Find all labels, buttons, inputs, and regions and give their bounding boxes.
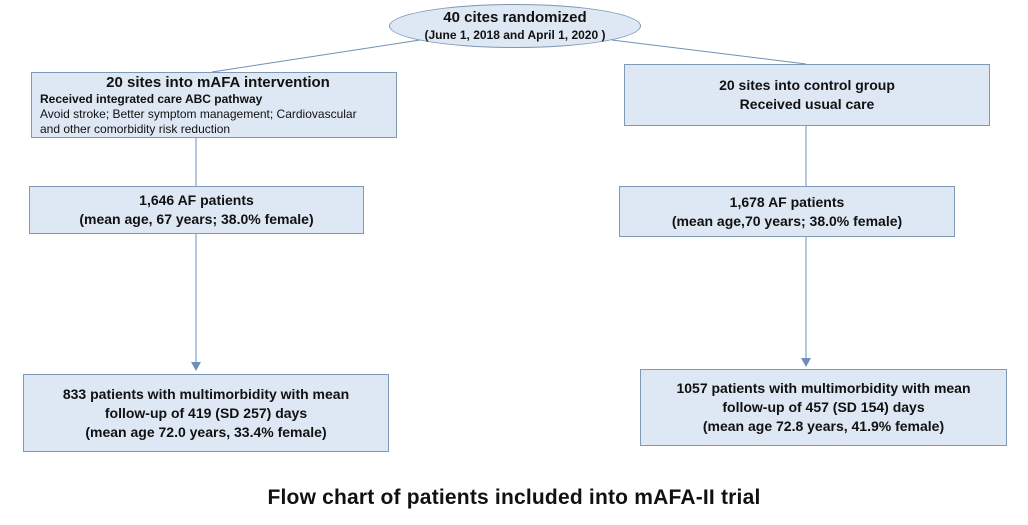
- randomized-sites-ellipse: 40 cites randomized (June 1, 2018 and Ap…: [389, 4, 641, 48]
- randomized-dates: (June 1, 2018 and April 1, 2020 ): [424, 28, 606, 42]
- intervention-followup-duration: follow-up of 419 (SD 257) days: [104, 404, 308, 421]
- control-followup-count: 1057 patients with multimorbidity with m…: [676, 380, 971, 396]
- intervention-components: Avoid stroke; Better symptom management;…: [40, 106, 357, 121]
- control-followup-box: 1057 patients with multimorbidity with m…: [640, 369, 1007, 446]
- intervention-components-cont: and other comorbidity risk reduction: [40, 121, 231, 136]
- intervention-patient-count: 1,646 AF patients: [139, 192, 254, 208]
- intervention-patient-demographics: (mean age, 67 years; 38.0% female): [79, 211, 314, 227]
- control-patient-demographics: (mean age,70 years; 38.0% female): [671, 212, 903, 229]
- control-patient-count: 1,678 AF patients: [729, 193, 845, 210]
- control-care: Received usual care: [739, 96, 875, 112]
- intervention-allocation-box: 20 sites into mAFA intervention Received…: [31, 72, 397, 138]
- intervention-pathway: Received integrated care ABC pathway: [40, 91, 263, 106]
- figure-caption: Flow chart of patients included into mAF…: [267, 486, 761, 509]
- intervention-followup-demographics: (mean age 72.0 years, 33.4% female): [85, 423, 327, 440]
- connector-root-to-right: [611, 39, 807, 65]
- control-title: 20 sites into control group: [719, 77, 895, 93]
- intervention-followup-box: 833 patients with multimorbidity with me…: [23, 374, 389, 452]
- control-patients-box: 1,678 AF patients (mean age,70 years; 38…: [619, 186, 955, 237]
- connector-root-to-left: [211, 39, 421, 73]
- control-followup-demographics: (mean age 72.8 years, 41.9% female): [702, 418, 945, 434]
- intervention-patients-box: 1,646 AF patients (mean age, 67 years; 3…: [29, 186, 364, 234]
- control-allocation-box: 20 sites into control group Received usu…: [624, 64, 990, 126]
- control-followup-duration: follow-up of 457 (SD 154) days: [722, 399, 925, 415]
- intervention-followup-count: 833 patients with multimorbidity with me…: [62, 385, 350, 402]
- randomized-title: 40 cites randomized: [443, 9, 587, 26]
- intervention-title: 20 sites into mAFA intervention: [106, 73, 330, 91]
